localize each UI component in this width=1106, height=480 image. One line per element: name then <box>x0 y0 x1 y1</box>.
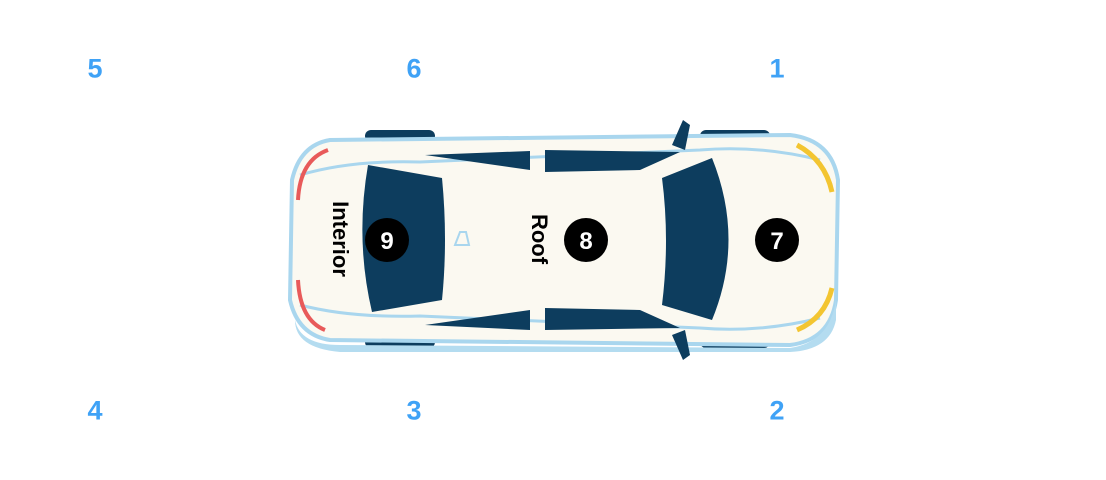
side-windows[interactable] <box>425 150 680 330</box>
antenna-icon <box>453 231 471 246</box>
marker-7[interactable]: 7 <box>755 218 799 262</box>
interior-label[interactable]: Interior <box>328 201 353 277</box>
zone-1[interactable]: 1 <box>769 53 785 84</box>
zone-6[interactable]: 6 <box>406 53 422 84</box>
marker-9[interactable]: 9 <box>365 218 409 262</box>
marker-9-label: 9 <box>380 228 393 255</box>
tail-light-top <box>296 148 329 201</box>
tail-light-bottom <box>296 279 326 332</box>
roof-label[interactable]: Roof <box>527 214 552 265</box>
zone-4[interactable]: 4 <box>87 395 103 426</box>
head-light-top <box>795 142 835 193</box>
marker-8-label: 8 <box>579 228 592 255</box>
windshield[interactable] <box>662 158 729 320</box>
marker-8[interactable]: 8 <box>564 218 608 262</box>
marker-7-label: 7 <box>770 228 783 255</box>
zone-2[interactable]: 2 <box>769 395 785 426</box>
head-light-bottom <box>795 287 835 333</box>
zone-5[interactable]: 5 <box>87 53 103 84</box>
mirror-bottom <box>672 330 690 360</box>
zone-3[interactable]: 3 <box>406 395 422 426</box>
mirror-top <box>672 120 690 150</box>
